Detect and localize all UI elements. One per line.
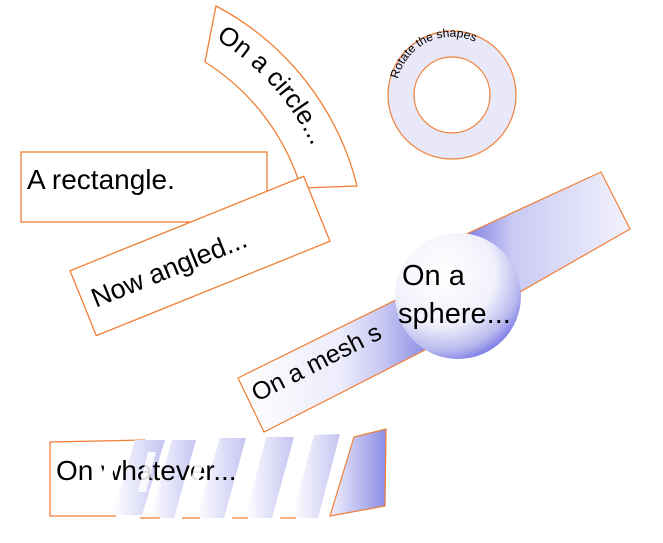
circle-arc-outline (204, 5, 358, 189)
sphere-label-line2: sphere... (398, 298, 511, 330)
ring-shape[interactable]: Rotate the shapes (387, 26, 517, 160)
mesh-band-left (237, 293, 426, 433)
whatever-panel-right (329, 428, 387, 517)
rectangle-label: A rectangle. (27, 164, 175, 195)
sphere-label-line1: On a (402, 260, 466, 292)
sphere-shape[interactable]: On a sphere... (395, 233, 521, 359)
whatever-shape[interactable]: On whatever... (49, 428, 387, 519)
